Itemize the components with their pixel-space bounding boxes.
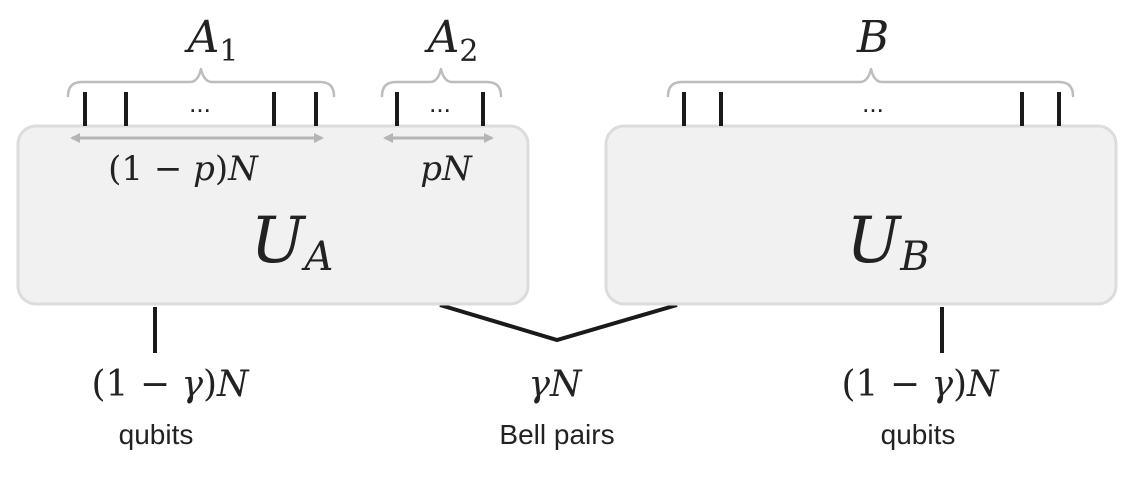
bottom-middle-word: Bell pairs (499, 419, 614, 450)
brace-a2 (380, 67, 503, 98)
bottom-left-count: (1 − γ)N (91, 364, 250, 405)
bell-pair-line (439, 303, 678, 343)
bottom-left-word: qubits (119, 419, 194, 450)
top-legs (83, 92, 1061, 126)
label-b: B (856, 12, 889, 63)
dots-b: ... (862, 88, 884, 118)
size-a1: (1 − p)N (108, 149, 259, 189)
label-a2: A2 (424, 12, 479, 69)
dots-a2: ... (429, 88, 451, 118)
bottom-right-word: qubits (881, 419, 956, 450)
size-a2: pN (420, 149, 473, 189)
bottom-middle-count: γN (528, 364, 583, 405)
brace-b (666, 67, 1075, 98)
unitary-b-box (604, 124, 1118, 306)
brace-a1 (66, 67, 336, 98)
bottom-right-count: (1 − γ)N (841, 364, 1000, 405)
unitary-a-label: UA (251, 204, 334, 280)
unitary-b-label: UB (846, 204, 929, 280)
label-a1: A1 (184, 12, 239, 69)
dots-a1: ... (189, 88, 211, 118)
